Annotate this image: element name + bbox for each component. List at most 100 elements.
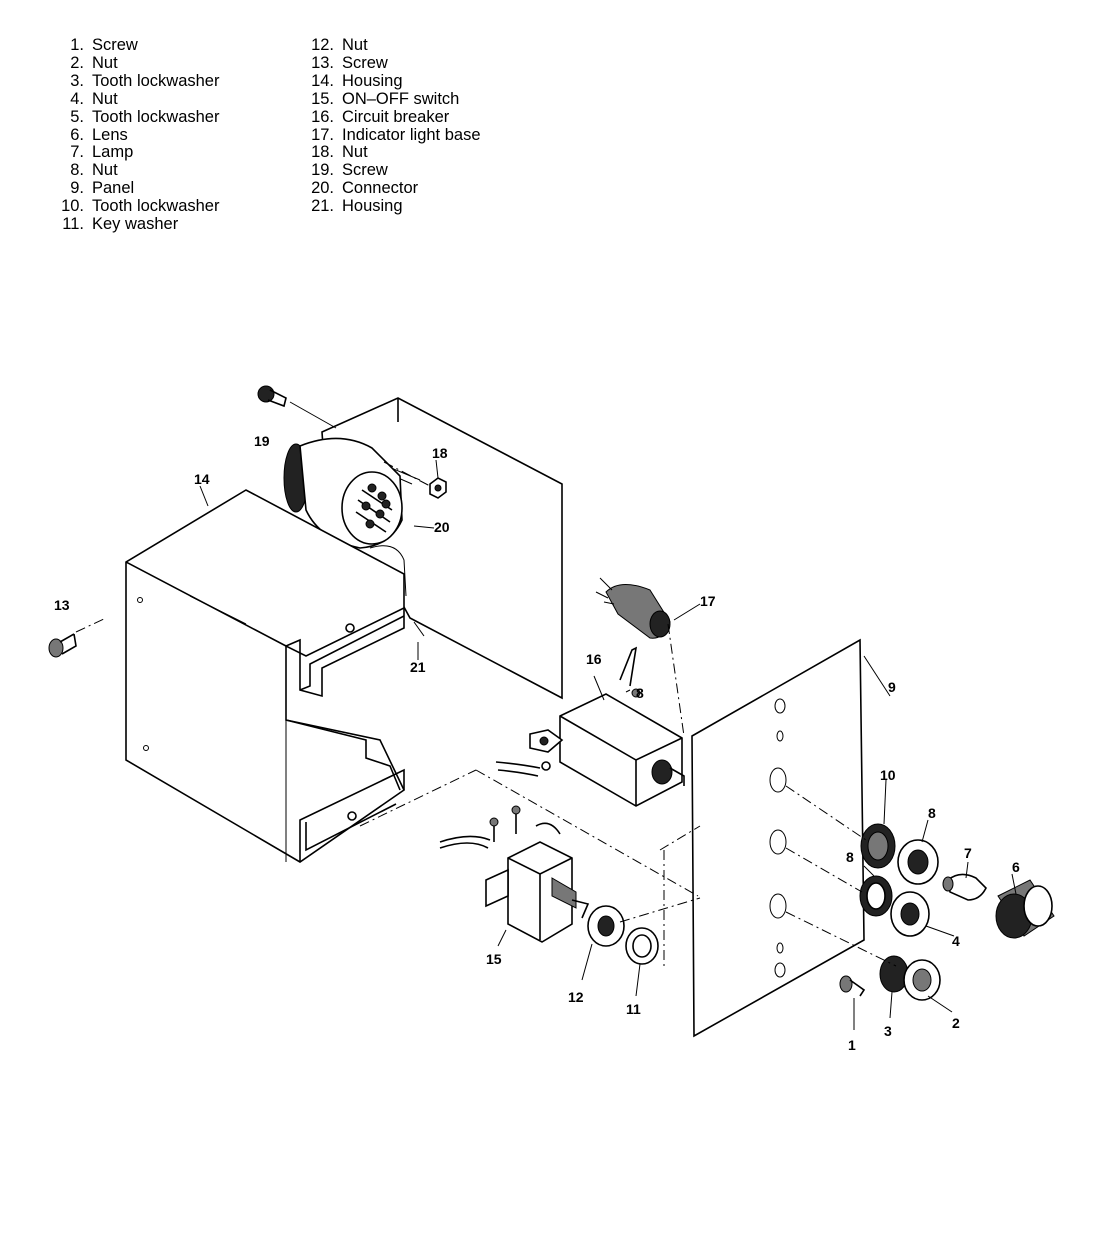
nut-8-drawing xyxy=(897,839,939,885)
legend-label: Housing xyxy=(342,197,403,216)
callout-14: 14 xyxy=(194,471,210,487)
legend-label: Screw xyxy=(342,53,388,72)
key-washer-11-drawing xyxy=(625,927,659,965)
panel-9-drawing xyxy=(691,638,865,1038)
legend-number: 11. xyxy=(62,215,84,234)
callout-16: 16 xyxy=(586,651,602,667)
legend-number: 20. xyxy=(311,179,334,198)
legend-item: 17. Indicator light base xyxy=(304,125,481,145)
legend-label: Circuit breaker xyxy=(342,107,450,126)
connector-20-drawing xyxy=(283,437,407,597)
legend-item: 12.Nut xyxy=(304,36,481,55)
legend-item: 7. Lamp xyxy=(54,144,219,162)
legend-number: 4. xyxy=(70,89,84,108)
legend-number: 1. xyxy=(70,36,84,54)
parts-legend-column-1: 1. Screw 2. Nut 3. Tooth lockwasher 4. Nut 5… xyxy=(54,36,220,234)
legend-item: 19. Screw xyxy=(304,161,481,180)
callout-9: 9 xyxy=(888,679,896,695)
housing-14-drawing xyxy=(125,489,406,863)
legend-label: Indicator light base xyxy=(342,125,481,144)
legend-item: 21. Housing xyxy=(304,197,481,216)
legend-number: 5. xyxy=(70,107,84,126)
legend-item: 4. Nut xyxy=(54,89,219,109)
legend-item: 3. Tooth lockwasher xyxy=(54,71,220,91)
screw-1-drawing xyxy=(839,975,866,997)
legend-number: 16. xyxy=(311,107,334,126)
callout-21: 21 xyxy=(410,659,426,675)
callout-10: 10 xyxy=(880,767,896,783)
legend-number: 6. xyxy=(70,125,84,144)
legend-label: Panel xyxy=(92,179,135,198)
legend-item: 8. Nut xyxy=(54,161,219,180)
callout-labels: 19 14 18 20 13 21 17 16 8 9 10 8 8 7 6 4… xyxy=(54,433,1020,1053)
legend-item: 13. Screw xyxy=(304,53,481,73)
legend-item: 20. Connector xyxy=(304,179,481,198)
callout-19: 19 xyxy=(254,433,270,449)
callout-18: 18 xyxy=(432,445,448,461)
legend-label: Connector xyxy=(342,179,419,198)
callout-8-breaker: 8 xyxy=(636,685,644,701)
legend-number: 14. xyxy=(311,71,334,90)
legend-item: 10. Tooth lockwasher xyxy=(54,197,220,216)
legend-number: 2. xyxy=(70,53,84,72)
legend-label: Nut xyxy=(342,143,368,162)
legend-item: 6. Lens xyxy=(54,125,219,145)
lamp-7-drawing xyxy=(942,873,987,901)
callout-2: 2 xyxy=(952,1015,960,1031)
legend-item: 11. Key washer xyxy=(54,215,219,234)
callout-13: 13 xyxy=(54,597,70,613)
circuit-breaker-16-drawing xyxy=(495,646,685,807)
legend-number: 7. xyxy=(70,143,84,162)
parts-legend-column-2: 12.Nut 13. Screw 14. Housing 15. ON–OFF swi… xyxy=(304,36,481,216)
legend-label: Nut xyxy=(92,161,118,180)
legend-number: 17. xyxy=(311,125,334,144)
legend-number: 21. xyxy=(311,197,334,216)
screw-19-drawing xyxy=(257,385,287,408)
callout-20: 20 xyxy=(434,519,450,535)
on-off-switch-15-drawing xyxy=(439,805,590,943)
legend-number: 18. xyxy=(311,143,334,162)
legend-label: Screw xyxy=(342,161,388,180)
legend-number: 8. xyxy=(70,161,84,180)
legend-item: 1. Screw xyxy=(54,36,219,55)
legend-number: 3. xyxy=(70,71,84,90)
legend-number: 15. xyxy=(311,89,334,108)
tooth-lockwasher-3-drawing xyxy=(879,955,909,993)
legend-label: Nut xyxy=(92,89,118,108)
legend-label: Housing xyxy=(342,71,403,90)
legend-item: 5.Tooth lockwasher xyxy=(54,107,219,127)
callout-1: 1 xyxy=(848,1037,856,1053)
legend-label: Tooth lockwasher xyxy=(92,197,220,216)
legend-label: Screw xyxy=(92,36,138,54)
callout-8-nut: 8 xyxy=(928,805,936,821)
legend-item: 9. Panel xyxy=(54,179,219,198)
callout-17: 17 xyxy=(700,593,716,609)
legend-label: Tooth lockwasher xyxy=(92,71,220,90)
legend-label: Nut xyxy=(342,36,368,54)
nut-4-drawing xyxy=(890,891,930,937)
legend-label: Nut xyxy=(92,53,118,72)
legend-label: ON–OFF switch xyxy=(342,89,460,108)
legend-number: 19. xyxy=(311,161,334,180)
legend-label: Lamp xyxy=(92,143,134,162)
callout-7: 7 xyxy=(964,845,972,861)
legend-item: 16. Circuit breaker xyxy=(304,107,481,127)
legend-item: 15. ON–OFF switch xyxy=(304,89,481,109)
legend-item: 18. Nut xyxy=(304,144,481,162)
lens-6-drawing xyxy=(995,879,1055,939)
legend-number: 10. xyxy=(61,197,84,216)
nut-12-drawing xyxy=(587,905,625,947)
legend-number: 13. xyxy=(311,53,334,72)
legend-item: 2. Nut xyxy=(54,53,219,73)
legend-item: 14. Housing xyxy=(304,71,481,91)
nut-2-drawing xyxy=(903,959,941,1001)
tooth-lockwasher-5-drawing xyxy=(859,875,893,917)
callout-5: 8 xyxy=(846,849,854,865)
callout-6: 6 xyxy=(1012,859,1020,875)
legend-label: Lens xyxy=(92,125,128,144)
callout-3: 3 xyxy=(884,1023,892,1039)
indicator-light-base-17-drawing xyxy=(595,577,671,639)
leader-lines xyxy=(75,401,1017,1030)
legend-number: 9. xyxy=(70,179,84,198)
legend-label: Key washer xyxy=(92,215,179,234)
